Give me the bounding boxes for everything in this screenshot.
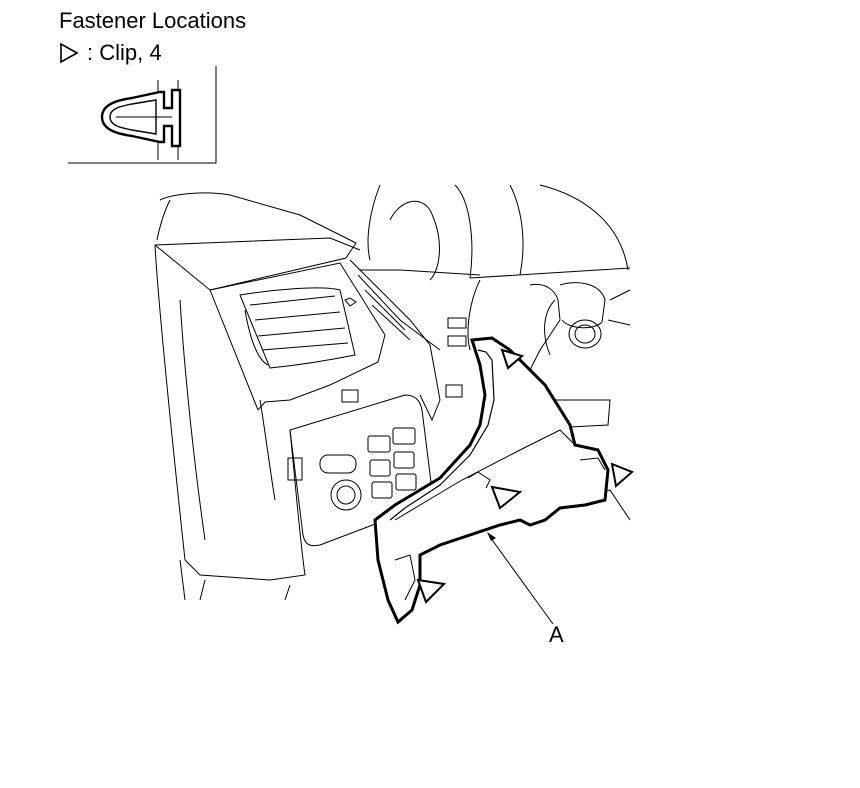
callout-leader <box>487 532 554 625</box>
clip-detail-inset <box>68 66 217 164</box>
clip-marker-icon <box>416 578 447 604</box>
clip-marker-icon <box>610 462 634 488</box>
cover-panel-a <box>373 336 610 625</box>
clip-legend: : Clip, 4 <box>59 40 162 66</box>
clip-legend-label: : Clip, 4 <box>87 40 162 65</box>
callout-label-a: A <box>549 622 564 647</box>
clip-marker-icon <box>500 348 525 370</box>
dashboard-illustration <box>154 184 631 601</box>
clip-marker-icon <box>60 42 79 64</box>
clip-markers <box>416 348 634 604</box>
page-title: Fastener Locations <box>59 8 247 33</box>
clip-marker-icon <box>490 485 523 510</box>
